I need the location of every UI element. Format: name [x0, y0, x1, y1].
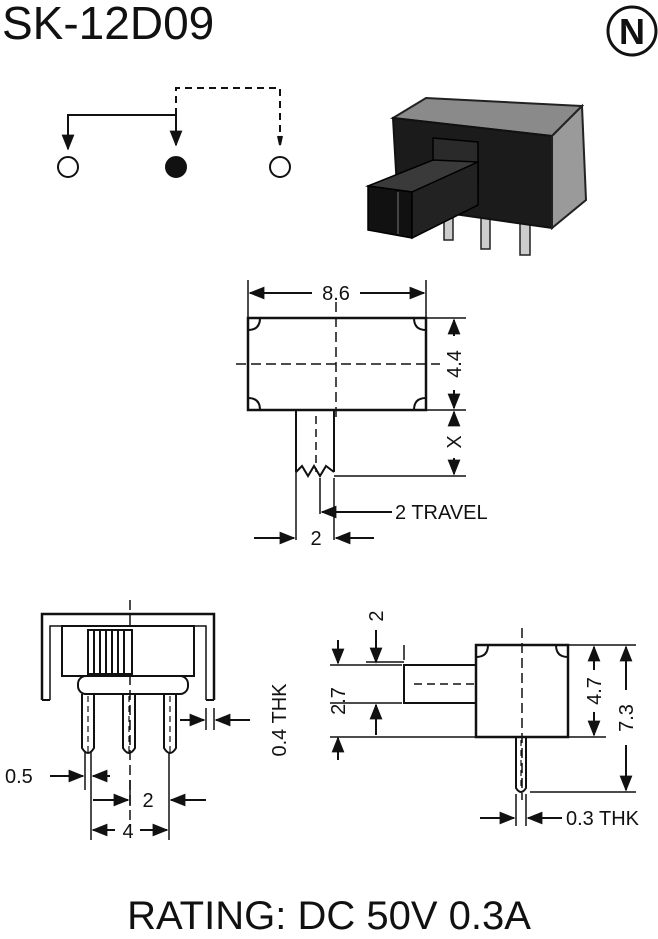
- pin-pitch-label: 2: [142, 790, 153, 812]
- terminal-common: [165, 156, 187, 178]
- rating-text: RATING: DC 50V 0.3A: [127, 894, 531, 938]
- height-dimension-label: 4.4: [444, 350, 466, 378]
- part-number-title: SK-12D09: [2, 0, 215, 49]
- top-view: [236, 280, 466, 545]
- side-view: [330, 628, 636, 826]
- switch-schematic: [57, 87, 291, 178]
- total-height-label: 7.3: [616, 704, 638, 732]
- actuator-dimension-label: X: [444, 435, 466, 448]
- pin-span-label: 4: [122, 821, 133, 843]
- body-height-label: 4.7: [584, 677, 606, 705]
- width-dimension-label: 8.6: [322, 283, 350, 305]
- front-view: [40, 600, 250, 840]
- terminal-open-right: [269, 156, 291, 178]
- actuator-pitch-label: 2: [310, 528, 321, 550]
- logo-letter: N: [619, 11, 645, 52]
- side-body-outline: [474, 643, 570, 739]
- manufacturer-logo: N: [606, 5, 658, 57]
- switch-illustration: [365, 96, 588, 256]
- travel-label: 2 TRAVEL: [395, 502, 488, 524]
- pin-thickness-side-label: 0.3 THK: [566, 808, 640, 830]
- terminal-open-left: [57, 156, 79, 178]
- lever-travel-label: 2: [366, 610, 388, 621]
- pin-thickness-label: 0.4 THK: [269, 683, 291, 757]
- pin-width-label: 0.5: [5, 766, 33, 788]
- lever-height-label: 2.7: [328, 687, 350, 715]
